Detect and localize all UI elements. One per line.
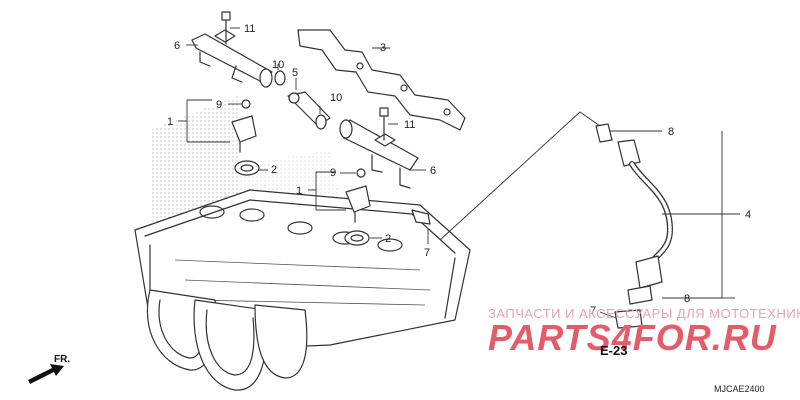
callout-10-lower: 10 xyxy=(330,92,342,104)
callout-1-upper: 1 xyxy=(167,116,173,128)
throttle-body-assembly xyxy=(134,189,471,391)
section-reference: E-23 xyxy=(600,343,627,358)
callout-7-lower: 7 xyxy=(590,305,596,317)
leader-lines xyxy=(178,27,740,319)
callout-4: 4 xyxy=(745,209,751,221)
front-direction-label: FR. xyxy=(54,354,70,365)
watermark-tagline: ЗАПЧАСТИ И АКСЕССУАРЫ ДЛЯ МОТОТЕХНИКИ xyxy=(488,306,800,321)
callout-7-upper: 7 xyxy=(424,247,430,259)
callout-8-upper: 8 xyxy=(668,126,674,138)
callout-2-upper: 2 xyxy=(271,164,277,176)
callout-2-lower: 2 xyxy=(385,233,391,245)
bolts xyxy=(221,11,389,141)
clip-part xyxy=(411,209,431,225)
diagram-code: MJCAE2400 xyxy=(714,384,765,394)
callout-5: 5 xyxy=(292,67,298,79)
callout-1-lower: 1 xyxy=(296,185,302,197)
callout-labels: 11 6 3 10 5 9 1 2 10 11 9 6 1 2 7 8 4 8 … xyxy=(167,23,751,317)
front-direction-arrow-icon xyxy=(28,364,64,384)
injector-lower xyxy=(344,168,371,246)
callout-10-upper: 10 xyxy=(272,59,284,71)
fuel-joint-pipe xyxy=(274,70,331,130)
callout-11-lower: 11 xyxy=(404,119,415,131)
callout-11-upper: 11 xyxy=(244,23,255,35)
watermark-logo: PARTS4FOR.RU xyxy=(488,317,777,358)
lower-fuel-rail xyxy=(339,119,419,189)
callout-3: 3 xyxy=(380,42,386,54)
callout-9-lower: 9 xyxy=(330,167,336,179)
injector-upper xyxy=(231,99,260,176)
callout-6-upper: 6 xyxy=(174,40,180,52)
upper-fuel-rail xyxy=(191,29,273,88)
injector-bracket-plate xyxy=(297,29,466,131)
callout-6-lower: 6 xyxy=(430,165,436,177)
callout-8-lower: 8 xyxy=(684,293,690,305)
callout-9-upper: 9 xyxy=(216,99,222,111)
sub-harness xyxy=(595,123,674,329)
